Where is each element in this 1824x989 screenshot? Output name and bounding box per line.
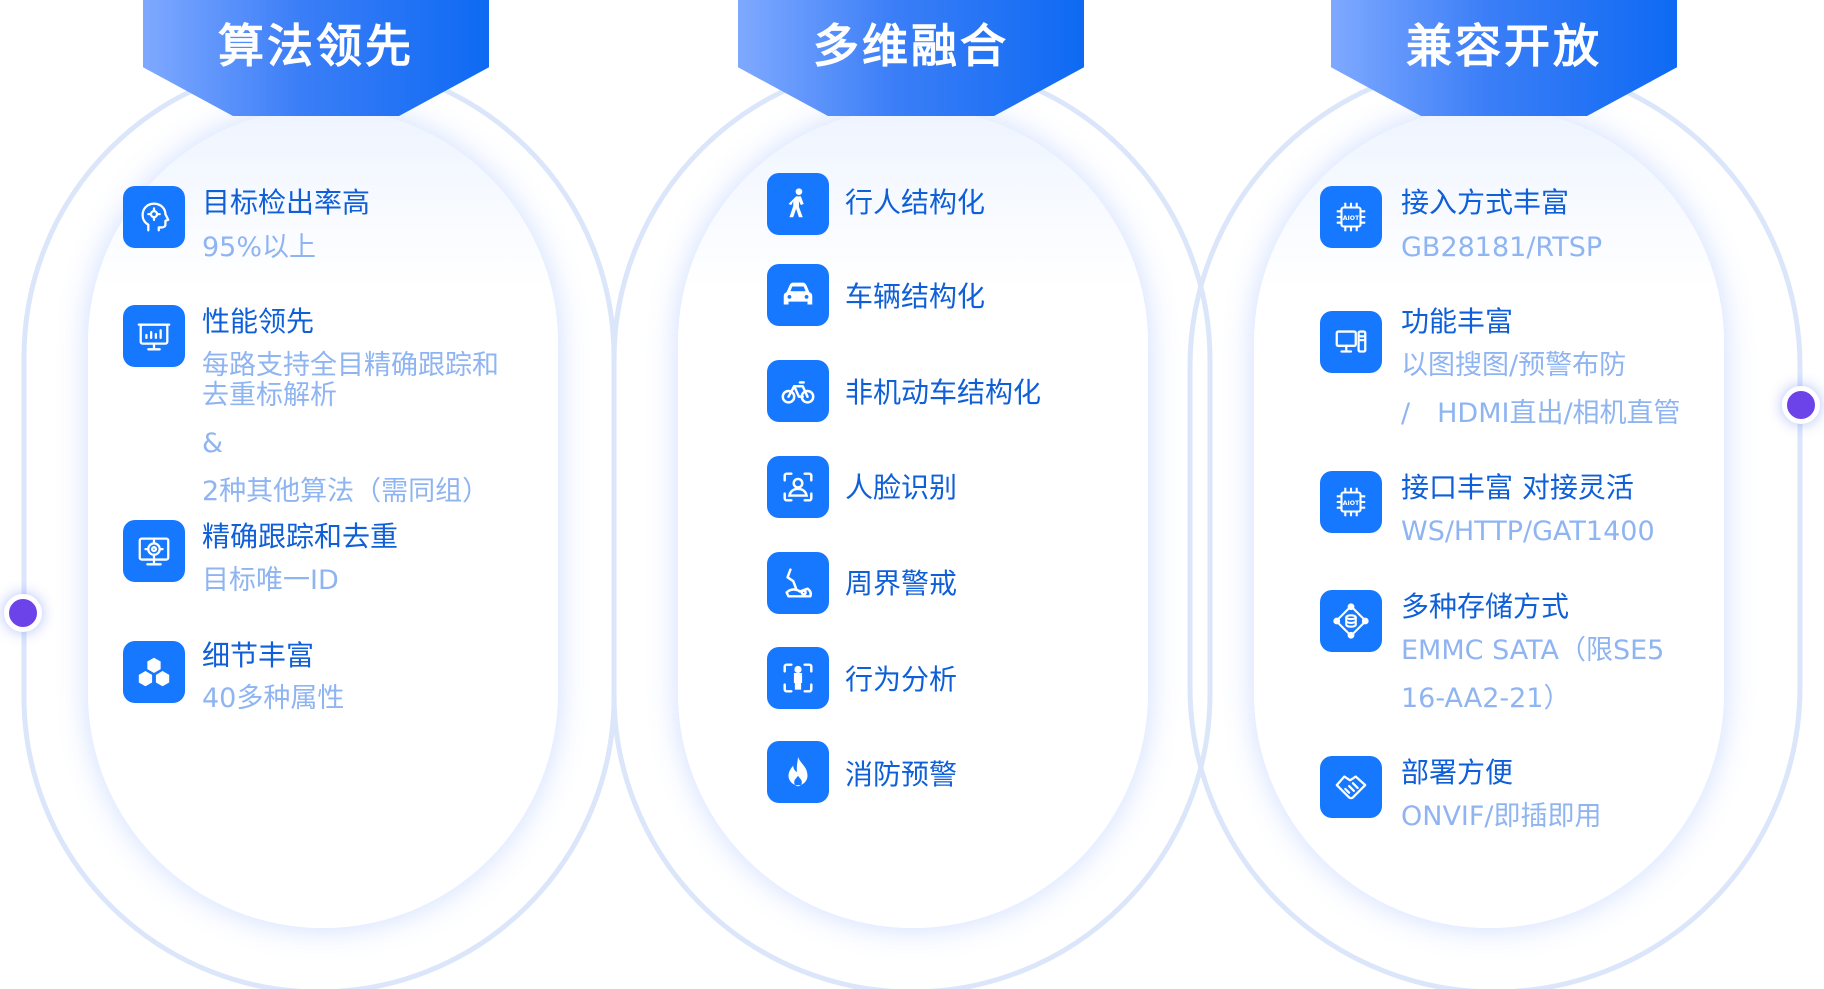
handshake-icon xyxy=(1320,756,1382,818)
fusion-item-4-title: 人脸识别 xyxy=(845,471,958,504)
algo-item-2-line-2: 去重标解析 xyxy=(202,380,337,411)
compat-item-2-title: 功能丰富 xyxy=(1401,305,1514,338)
bicycle-icon xyxy=(767,360,829,422)
algo-item-4-title: 细节丰富 xyxy=(202,639,315,672)
algo-item-2-line-1: 每路支持全目精确跟踪和 xyxy=(202,350,499,381)
compat-item-2-line-2: / HDMI直出/相机直管 xyxy=(1401,398,1681,429)
compat-item-5-title: 部署方便 xyxy=(1401,756,1514,789)
body-scan-icon xyxy=(767,647,829,709)
compat-item-4-line-2: 16-AA2-21） xyxy=(1401,683,1571,714)
algo-item-2-title: 性能领先 xyxy=(202,305,315,338)
right-indicator-dot xyxy=(1782,386,1820,424)
algo-item-3-title: 精确跟踪和去重 xyxy=(202,520,399,553)
presentation-chart-icon xyxy=(123,305,185,367)
algo-item-1-line-1: 95%以上 xyxy=(202,232,317,263)
target-monitor-icon xyxy=(123,520,185,582)
aiot-chip-icon: AIOT xyxy=(1320,186,1382,248)
car-icon xyxy=(767,264,829,326)
svg-text:AIOT: AIOT xyxy=(1343,500,1360,507)
compat-banner: 兼容开放 xyxy=(1331,0,1677,116)
fusion-item-5-title: 周界警戒 xyxy=(845,567,958,600)
fusion-banner: 多维融合 xyxy=(738,0,1084,116)
algo-item-3-line-1: 目标唯一ID xyxy=(202,565,339,596)
aiot-chip-icon: AIOT xyxy=(1320,471,1382,533)
algo-item-2-line-4: 2种其他算法（需同组） xyxy=(202,476,490,507)
compat-title: 兼容开放 xyxy=(1406,19,1602,73)
fusion-item-6-title: 行为分析 xyxy=(845,663,958,696)
brain-gear-icon xyxy=(123,186,185,248)
fusion-item-1-title: 行人结构化 xyxy=(845,186,986,219)
compat-item-3-title: 接口丰富 对接灵活 xyxy=(1401,471,1634,504)
fusion-card xyxy=(678,108,1148,928)
pedestrian-icon xyxy=(767,173,829,235)
algorithm-banner: 算法领先 xyxy=(143,0,489,116)
fusion-title: 多维融合 xyxy=(813,19,1009,73)
algo-item-2-line-3: & xyxy=(202,428,224,459)
storage-network-icon xyxy=(1320,590,1382,652)
left-indicator-dot xyxy=(4,594,42,632)
compat-item-4-line-1: EMMC SATA（限SE5 xyxy=(1401,635,1665,666)
algorithm-title: 算法领先 xyxy=(218,19,414,73)
perimeter-alert-icon xyxy=(767,552,829,614)
svg-text:AIOT: AIOT xyxy=(1343,215,1360,222)
compat-item-1-title: 接入方式丰富 xyxy=(1401,186,1570,219)
compat-item-1-line-1: GB28181/RTSP xyxy=(1401,232,1603,263)
computer-icon xyxy=(1320,311,1382,373)
compat-item-2-line-1: 以图搜图/预警布防 xyxy=(1401,350,1627,381)
fusion-item-7-title: 消防预警 xyxy=(845,758,958,791)
fusion-item-2-title: 车辆结构化 xyxy=(845,280,986,313)
compat-item-4-title: 多种存储方式 xyxy=(1401,590,1570,623)
algo-item-4-line-1: 40多种属性 xyxy=(202,683,345,714)
cubes-icon xyxy=(123,641,185,703)
algo-item-1-title: 目标检出率高 xyxy=(202,186,371,219)
fusion-item-3-title: 非机动车结构化 xyxy=(845,376,1042,409)
face-scan-icon xyxy=(767,456,829,518)
compat-item-5-line-1: ONVIF/即插即用 xyxy=(1401,801,1602,832)
flame-icon xyxy=(767,741,829,803)
compat-item-3-line-1: WS/HTTP/GAT1400 xyxy=(1401,516,1655,547)
